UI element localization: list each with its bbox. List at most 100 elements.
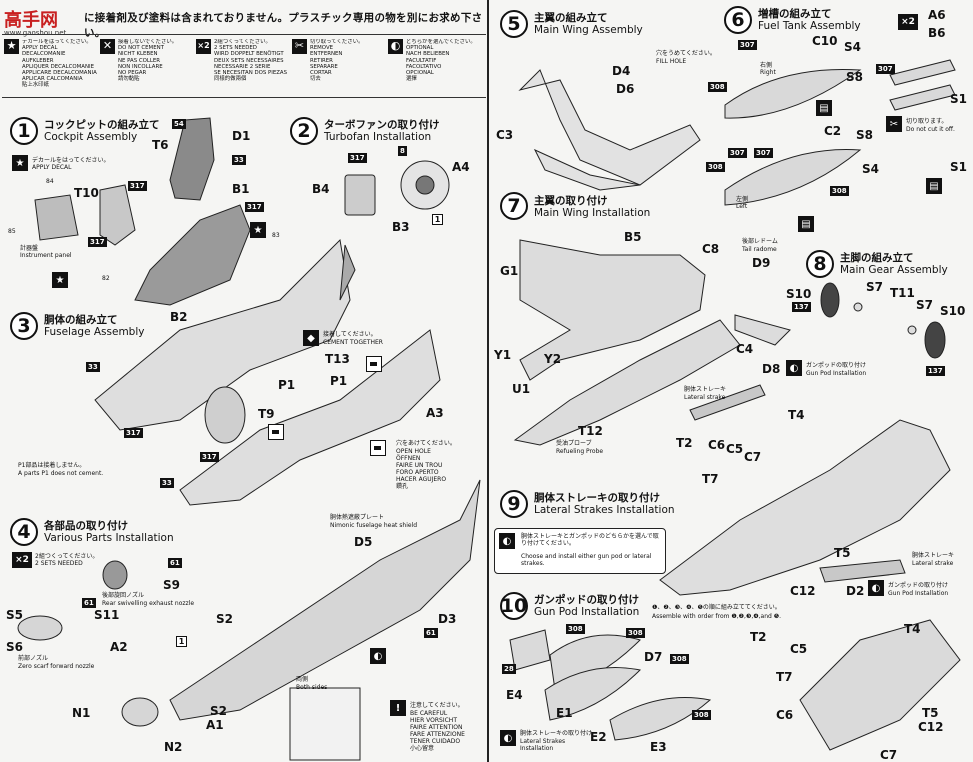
step-title-jp: 胴体ストレーキの取り付け [534, 492, 660, 504]
star-icon: ★ [250, 222, 266, 238]
part-label: D5 [354, 535, 373, 549]
decal-number: 308 [708, 82, 727, 92]
decal-number: 307 [728, 148, 747, 158]
hatch-icon: ▤ [798, 216, 814, 232]
zero-scarf-en: Zero scarf forward nozzle [18, 663, 95, 670]
part-label: B6 [928, 26, 946, 40]
part-label: S2 [216, 612, 233, 626]
star-icon: ★ [12, 155, 28, 171]
decal-number: 33 [160, 478, 174, 488]
part-label: E2 [590, 730, 607, 744]
decal-number: 8 [398, 146, 407, 156]
part-label: A3 [426, 406, 444, 420]
step-title-jp: コックピットの組み立て [44, 119, 160, 131]
decal-number: 308 [670, 654, 689, 664]
decal-number: 307 [876, 64, 895, 74]
part-label: T12 [578, 424, 603, 438]
heat-shield-jp: 胴体熱遮蔽プレート [330, 514, 385, 521]
gunpod-link-en: Gun Pod Installation [806, 370, 867, 377]
part-label: Y1 [494, 348, 512, 362]
p1-note-jp: P1部品は接着しません。 [18, 462, 86, 469]
part-label: G1 [500, 264, 519, 278]
decal-number: 308 [566, 624, 585, 634]
decal-number: 28 [502, 664, 516, 674]
step-title-jp: 主脚の組み立て [840, 252, 914, 264]
step-number: 3 [10, 312, 38, 340]
step-title-jp: 主翼の取り付け [534, 195, 608, 207]
p1-note-en: A parts P1 does not cement. [18, 470, 104, 477]
part-label: U1 [512, 382, 531, 396]
optional-icon: ◐ [499, 533, 515, 549]
part-label: T4 [788, 408, 805, 422]
part-label: N2 [164, 740, 183, 754]
step-title-en: Turbofan Installation [324, 131, 432, 143]
x2-icon: ×2 [196, 39, 211, 54]
step-title-jp: 各部品の取り付け [44, 520, 128, 532]
step-title-en: Various Parts Installation [44, 532, 174, 544]
part-label: A4 [452, 160, 470, 174]
decal-number: 61 [168, 558, 182, 568]
part-label: C7 [880, 748, 898, 762]
x2-icon: ×2 [898, 14, 918, 30]
gunpod-link-jp: ガンポッドの取り付け [888, 582, 949, 589]
cement-icon: ◆ [303, 330, 319, 346]
right-jp: 右側 [760, 62, 773, 69]
part-label: T5 [834, 546, 851, 560]
optional-icon: ◐ [370, 648, 386, 664]
part-label: B1 [232, 182, 250, 196]
decal-number: 307 [738, 40, 757, 50]
sets-note-en: 2 SETS NEEDED [35, 560, 83, 567]
part-label: Y2 [544, 352, 562, 366]
left-jp: 左側 [736, 196, 749, 203]
step-title-en: Main Wing Installation [534, 207, 651, 219]
panel-label-jp: 計器盤 [20, 245, 39, 252]
step-title-en: Main Wing Assembly [534, 24, 643, 36]
tail-radome-en: Tail radome [742, 246, 777, 253]
fill-hole-jp: 穴をうめてください。 [656, 50, 716, 57]
step-title-jp: ガンポッドの取り付け [534, 594, 639, 606]
strake-jp: 胴体ストレーキ [912, 552, 955, 559]
part-label: T7 [776, 670, 793, 684]
part-label: S5 [6, 608, 23, 622]
quantity-badge: 1 [176, 636, 187, 647]
probe-en: Refueling Probe [556, 448, 604, 455]
part-label: D3 [438, 612, 457, 626]
step-title-en: Cockpit Assembly [44, 131, 138, 143]
caution-icon: ! [390, 700, 406, 716]
optional-icon: ◐ [388, 39, 403, 54]
order-note-jp: ❶、❷、❸、❹、❺の順に組み立ててください。 [652, 604, 781, 611]
part-label: T7 [702, 472, 719, 486]
step-number: 1 [10, 117, 38, 145]
part-label: D8 [762, 362, 781, 376]
part-label: C8 [702, 242, 720, 256]
decal-number: 317 [124, 428, 143, 438]
part-label: S6 [6, 640, 23, 654]
part-label: T10 [74, 186, 99, 200]
gunpod-link-en: Gun Pod Installation [888, 590, 949, 597]
part-label: T5 [922, 706, 939, 720]
part-label: P1 [278, 378, 296, 392]
star-icon: ★ [4, 39, 19, 54]
step-title-jp: 主翼の組み立て [534, 12, 608, 24]
strakes-link-jp: 胴体ストレーキの取り付け [520, 730, 593, 737]
cement-note-jp: 接着してください。 [323, 331, 377, 338]
header-note: に接着剤及び塗料は含まれておりません。プラスチック専用の物を別にお求め下さい。 [84, 12, 483, 39]
step-number: 5 [500, 10, 528, 38]
decal-number: 308 [830, 186, 849, 196]
part-label: T4 [904, 622, 921, 636]
part-label: C5 [726, 442, 744, 456]
decal-number: 33 [232, 155, 246, 165]
optional-icon: ◐ [868, 580, 884, 596]
part-label: D1 [232, 129, 251, 143]
choose-note-en: Choose and install either gun pod or lat… [521, 553, 652, 567]
step-title-en: Fuselage Assembly [44, 326, 145, 338]
strake-jp: 胴体ストレーキ [684, 386, 727, 393]
quantity-badge: 1 [432, 214, 443, 225]
part-label: D9 [752, 256, 771, 270]
part-label: B2 [170, 310, 188, 324]
